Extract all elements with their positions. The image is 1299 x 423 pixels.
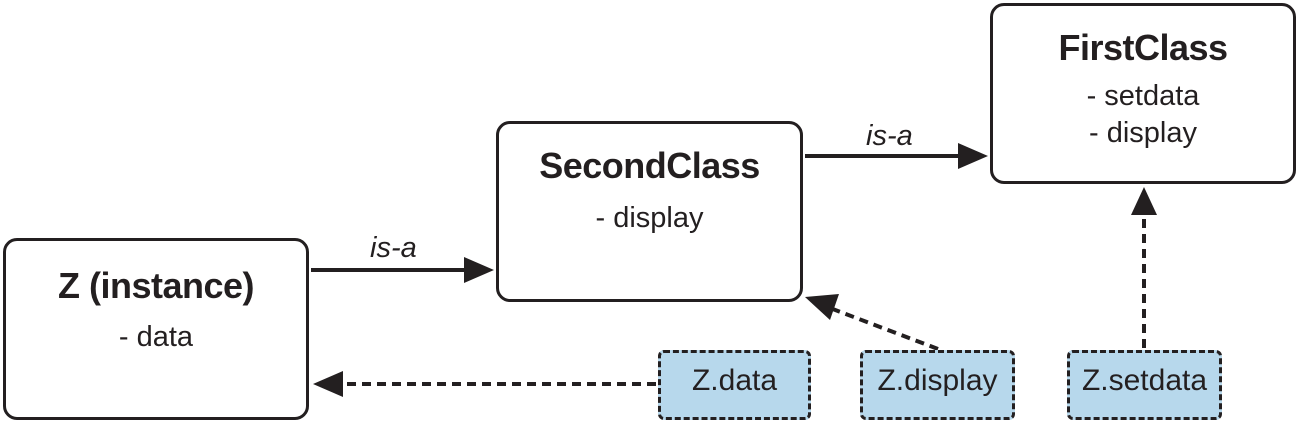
lookup-arrow-data <box>313 371 656 397</box>
second-class-title: SecondClass <box>539 145 760 186</box>
first-class-title: FirstClass <box>1058 27 1228 68</box>
second-class-box: SecondClass - display <box>496 121 803 302</box>
lookup-tag-data: Z.data <box>658 350 811 420</box>
first-class-attr-setdata: - setdata <box>1086 80 1200 112</box>
is-a-arrow-second-to-first <box>805 143 988 169</box>
lookup-arrow-setdata <box>1131 187 1157 348</box>
instance-attr-data: - data <box>118 321 194 353</box>
instance-box: Z (instance) - data <box>3 238 309 420</box>
is-a-arrow-instance-to-second <box>311 257 494 283</box>
lookup-arrow-display <box>805 294 939 351</box>
first-class-attr-display: - display <box>1089 117 1197 149</box>
lookup-tag-setdata: Z.setdata <box>1067 350 1222 420</box>
first-class-box: FirstClass - setdata - display <box>990 3 1296 184</box>
is-a-label-second-to-first: is-a <box>866 120 913 152</box>
second-class-attr-display: - display <box>595 202 704 234</box>
lookup-tag-display: Z.display <box>860 350 1015 420</box>
instance-title: Z (instance) <box>57 265 255 306</box>
is-a-label-instance-to-second: is-a <box>370 232 417 264</box>
